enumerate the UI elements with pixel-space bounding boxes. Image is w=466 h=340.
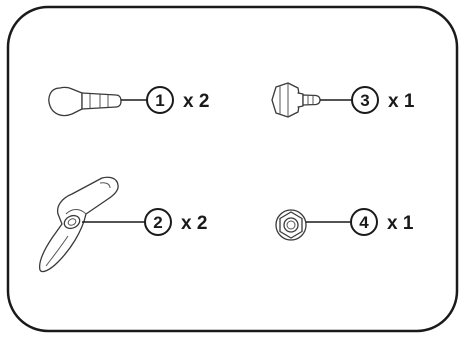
part-number-2: 2 [153, 213, 162, 232]
callout-3: 3 [351, 86, 379, 114]
callout-4: 4 [350, 208, 378, 236]
part-number-4: 4 [359, 213, 369, 232]
callout-2: 2 [144, 208, 172, 236]
quantity-1: x 2 [183, 91, 209, 112]
part-number-3: 3 [360, 91, 369, 110]
callout-1: 1 [146, 86, 174, 114]
quantity-2: x 2 [181, 213, 207, 234]
part-number-1: 1 [155, 91, 164, 110]
part-1-bolt-icon [48, 86, 122, 117]
quantity-4: x 1 [387, 213, 414, 234]
quantity-3: x 1 [388, 91, 415, 112]
part-4-flange-nut-icon [275, 209, 307, 241]
frame-border [6, 5, 459, 333]
part-2-wing-knob-icon [38, 176, 119, 273]
